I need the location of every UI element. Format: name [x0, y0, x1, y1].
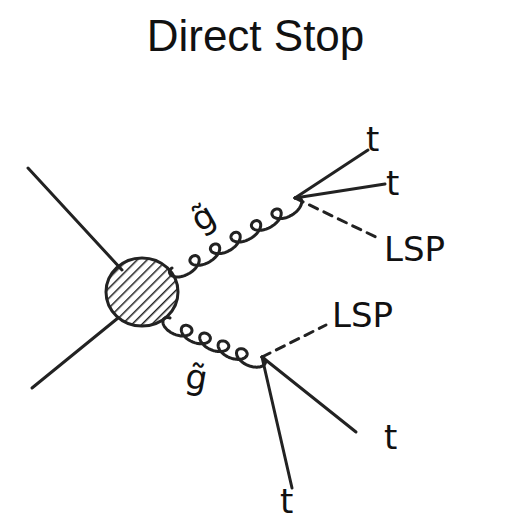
- top-quark-line: [295, 184, 385, 198]
- interaction-blob: [106, 258, 178, 326]
- particle-label: LSP: [332, 298, 393, 332]
- particle-label: t: [386, 166, 399, 200]
- top-quark-line: [295, 150, 368, 198]
- diagram-title: Direct Stop: [0, 14, 511, 58]
- particle-label: g̃: [185, 197, 221, 237]
- gluon-line: [163, 318, 266, 368]
- particle-label: t: [384, 420, 397, 454]
- top-quark-line: [262, 357, 292, 488]
- particle-label: t: [280, 484, 293, 518]
- particle-label: t: [366, 122, 379, 156]
- lsp-line: [262, 325, 326, 357]
- incoming-line: [32, 318, 118, 388]
- particle-label: g̃: [183, 358, 210, 395]
- lsp-line: [295, 198, 378, 238]
- gluon-line: [169, 197, 301, 277]
- particle-label: LSP: [384, 232, 445, 266]
- incoming-line: [28, 168, 122, 270]
